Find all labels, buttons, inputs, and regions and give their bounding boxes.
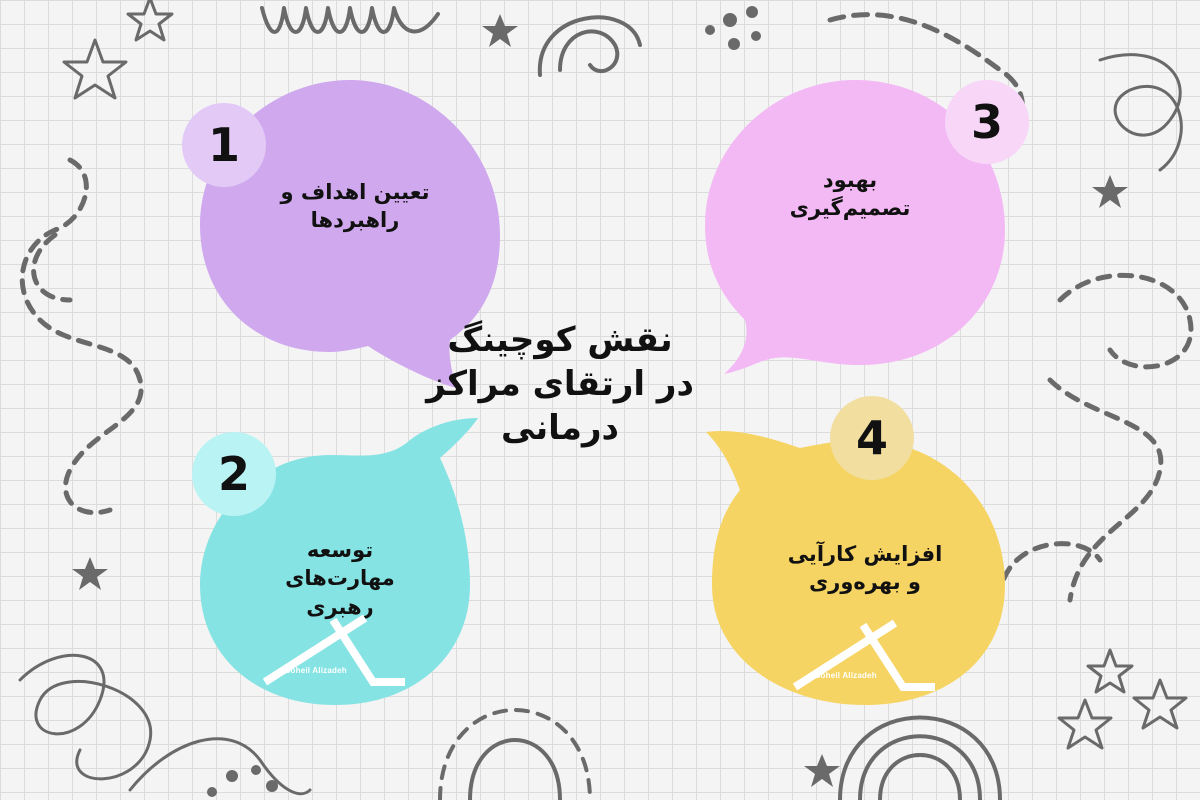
dashed-squiggle-doodle [1047, 377, 1164, 603]
dot-doodle [226, 770, 238, 782]
title-line: در ارتقای مراکز [426, 364, 694, 405]
watermark-text: Soheil Alizadeh [815, 671, 877, 680]
step-label-line: تصمیم‌گیری [789, 196, 911, 221]
step-label-line: افزایش کارآیی [787, 542, 943, 566]
star-doodle [1086, 648, 1134, 694]
title-line: نقش کوچینگ [447, 320, 673, 360]
dashed-squiggle-doodle [1057, 272, 1194, 370]
step-label: بهبود تصمیم‌گیری [750, 166, 950, 223]
step-label: توسعه مهارت‌های رهبری [240, 536, 440, 621]
bubble-1-shape [200, 80, 500, 388]
arch-doodle [878, 753, 962, 800]
step-label: تعیین اهداف و راهبردها [240, 178, 470, 235]
arch-doodle [438, 708, 592, 800]
star-doodle [482, 14, 518, 47]
step-label-line: بهبود [822, 168, 878, 192]
watermark-text: Soheil Alizadeh [285, 666, 347, 675]
dot-doodle [728, 38, 740, 50]
bubble-3-shape [705, 80, 1005, 374]
star-doodle [62, 38, 128, 100]
step-label: افزایش کارآیی و بهره‌وری [745, 540, 985, 597]
step-label-line: توسعه [306, 538, 374, 562]
scribble-doodle [1098, 53, 1183, 172]
dot-doodle [207, 787, 217, 797]
dot-doodle [723, 13, 737, 27]
star-doodle [1132, 678, 1188, 730]
star-doodle [72, 557, 108, 590]
dashed-squiggle-doodle [31, 232, 73, 303]
watermark-logo: Soheil Alizadeh [255, 610, 415, 690]
step-label-line: و بهره‌وری [809, 570, 921, 595]
dot-doodle [705, 25, 715, 35]
star-doodle [126, 0, 174, 42]
dashed-squiggle-doodle [19, 157, 144, 516]
step-label-line: راهبردها [310, 208, 400, 233]
step-number-badge: 1 [182, 103, 266, 187]
step-number-badge: 3 [945, 80, 1029, 164]
watermark-logo: Soheil Alizadeh [785, 615, 945, 695]
logo-mark-icon [792, 619, 935, 691]
dot-doodle [746, 6, 758, 18]
step-number-badge: 4 [830, 396, 914, 480]
step-label-line: تعیین اهداف و [280, 180, 430, 204]
logo-mark-icon [262, 614, 405, 686]
dot-doodle [251, 765, 261, 775]
scribble-doodle [260, 6, 440, 34]
dot-doodle [751, 31, 761, 41]
scribble-doodle [18, 653, 153, 781]
arch-doodle [468, 738, 562, 800]
step-label-line: رهبری [306, 594, 374, 619]
star-doodle [1057, 698, 1113, 750]
step-label-line: مهارت‌های [285, 566, 395, 591]
spiral-doodle [558, 29, 620, 73]
spiral-doodle [537, 15, 642, 77]
diagram-title: نقش کوچینگ در ارتقای مراکز درمانی [400, 318, 720, 451]
dot-doodle [266, 780, 278, 792]
star-doodle [1092, 175, 1128, 208]
title-line: درمانی [500, 408, 619, 449]
arch-doodle [838, 715, 1002, 800]
star-doodle [804, 754, 840, 787]
step-number-badge: 2 [192, 432, 276, 516]
loop-doodle [128, 737, 312, 796]
bubble-4-shape [706, 430, 1005, 705]
arch-doodle [858, 734, 982, 800]
